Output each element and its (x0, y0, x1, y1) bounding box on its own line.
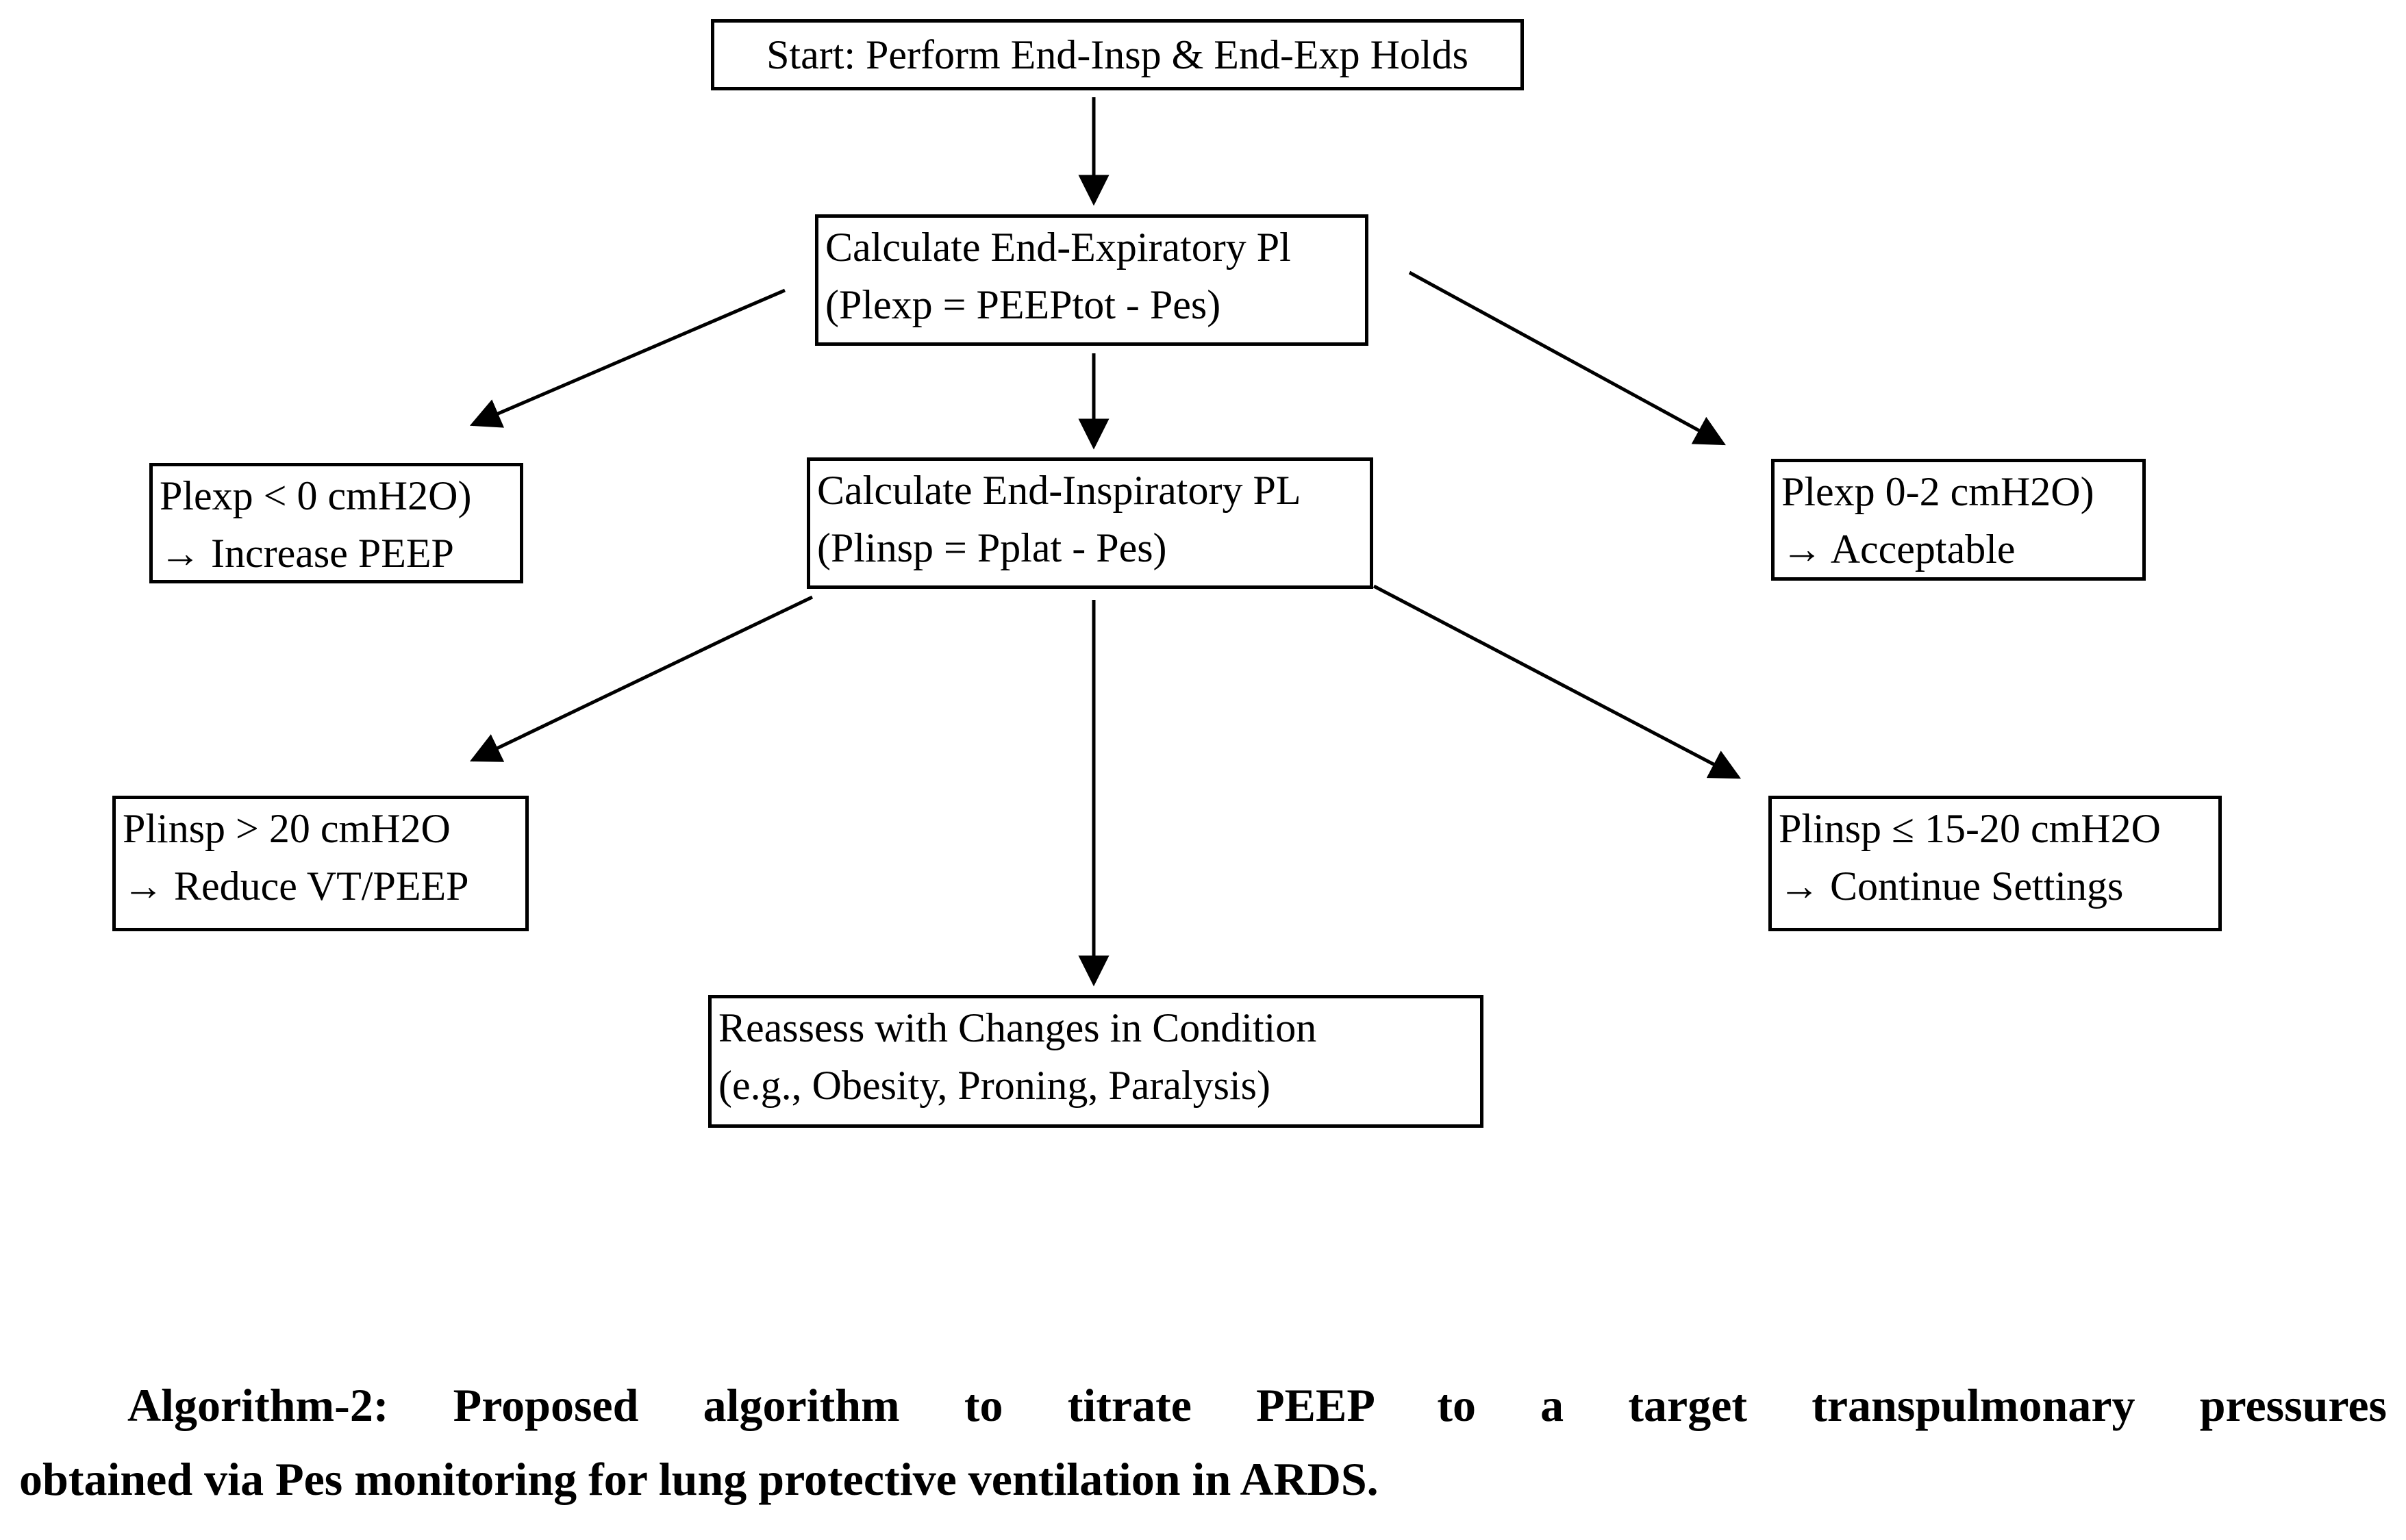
node-reassess: Reassess with Changes in Condition (e.g.… (708, 995, 1483, 1128)
node-calc-end-expiratory: Calculate End-Expiratory Pl (Plexp = PEE… (815, 214, 1368, 346)
node-plexp-acceptable-line2: → Acceptable (1781, 527, 2016, 572)
node-start: Start: Perform End-Insp & End-Exp Holds (711, 19, 1524, 90)
node-plexp-low-line1: Plexp < 0 cmH2O) (160, 473, 472, 518)
node-reassess-line2: (e.g., Obesity, Proning, Paralysis) (718, 1063, 1271, 1108)
node-calc-end-inspiratory: Calculate End-Inspiratory PL (Plinsp = P… (807, 457, 1373, 589)
node-plinsp-ok: Plinsp ≤ 15-20 cmH2O → Continue Settings (1768, 796, 2222, 931)
figure-caption-line2: obtained via Pes monitoring for lung pro… (19, 1453, 1379, 1505)
arrow-calc-exp-to-plexp-ok (1408, 270, 1726, 446)
node-plinsp-high: Plinsp > 20 cmH2O → Reduce VT/PEEP (112, 796, 529, 931)
node-start-text: Start: Perform End-Insp & End-Exp Holds (766, 32, 1468, 77)
figure-caption: Algorithm-2: Proposed algorithm to titra… (19, 1368, 2387, 1516)
node-calc-end-inspiratory-line1: Calculate End-Inspiratory PL (817, 468, 1301, 513)
node-plinsp-ok-line1: Plinsp ≤ 15-20 cmH2O (1779, 806, 2161, 851)
node-plexp-low-line2: → Increase PEEP (160, 531, 454, 576)
node-calc-end-expiratory-line2: (Plexp = PEEPtot - Pes) (825, 282, 1221, 327)
arrow-calc-exp-to-plexp-low (469, 288, 786, 428)
node-plinsp-high-line1: Plinsp > 20 cmH2O (123, 806, 451, 851)
arrow-calc-insp-to-plinsp-ok (1373, 584, 1741, 779)
arrow-calc-insp-to-plinsp-high (469, 595, 814, 762)
node-calc-end-expiratory-line1: Calculate End-Expiratory Pl (825, 225, 1291, 270)
node-reassess-line1: Reassess with Changes in Condition (718, 1005, 1317, 1050)
node-plinsp-ok-line2: → Continue Settings (1779, 863, 2124, 909)
node-calc-end-inspiratory-line2: (Plinsp = Pplat - Pes) (817, 525, 1167, 570)
node-plexp-acceptable-line1: Plexp 0-2 cmH2O) (1781, 469, 2094, 514)
node-plinsp-high-line2: → Reduce VT/PEEP (123, 863, 469, 909)
node-plexp-acceptable: Plexp 0-2 cmH2O) → Acceptable (1771, 459, 2146, 581)
node-plexp-low: Plexp < 0 cmH2O) → Increase PEEP (149, 463, 523, 583)
figure-caption-line1: Algorithm-2: Proposed algorithm to titra… (127, 1379, 2387, 1431)
